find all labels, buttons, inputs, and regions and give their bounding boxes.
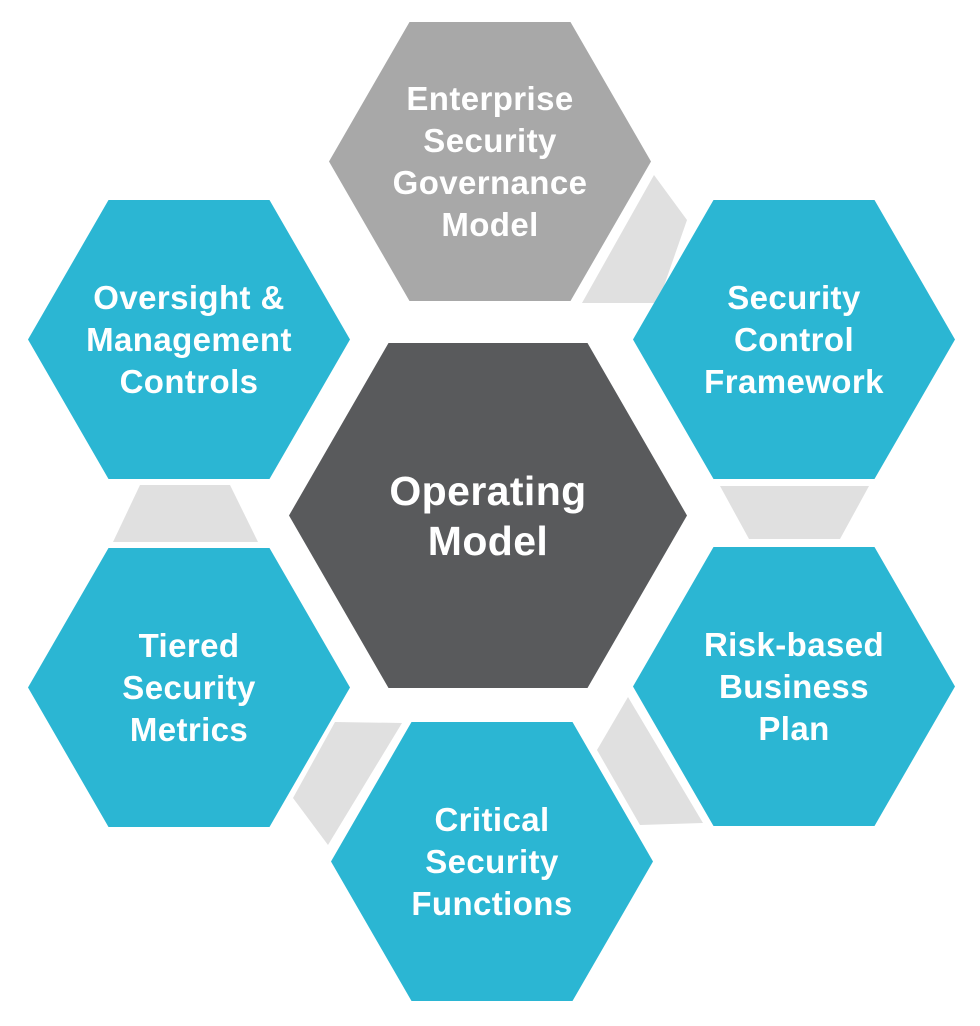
hexagon-label-risk-based-business-plan: Risk-based Business Plan bbox=[703, 625, 885, 747]
connector-enterprise-to-security-control-framework bbox=[582, 175, 687, 303]
hexagon-risk-based-business-plan: Risk-based Business Plan bbox=[633, 547, 955, 826]
connector-tiered-metrics-to-oversight-controls bbox=[113, 485, 258, 542]
hexagon-label-tiered-security-metrics: Tiered Security Metrics bbox=[122, 626, 256, 748]
connector-risk-based-plan-to-critical-security-functions bbox=[597, 697, 703, 825]
hexagon-label-oversight-management-controls: Oversight & Management Controls bbox=[86, 278, 292, 400]
connector-security-control-framework-to-risk-based-plan bbox=[720, 486, 869, 539]
hexagon-label-security-control-framework: Security Control Framework bbox=[704, 278, 884, 400]
connector-critical-security-functions-to-tiered-metrics bbox=[293, 722, 402, 845]
hexagon-label-enterprise-security-governance-model: Enterprise Security Governance Model bbox=[392, 79, 588, 243]
hexagon-security-control-framework: Security Control Framework bbox=[633, 200, 955, 479]
hexagon-label-operating-model: Operating Model bbox=[389, 467, 587, 564]
hexagon-label-critical-security-functions: Critical Security Functions bbox=[411, 800, 573, 922]
hexagon-enterprise-security-governance-model: Enterprise Security Governance Model bbox=[329, 22, 651, 301]
